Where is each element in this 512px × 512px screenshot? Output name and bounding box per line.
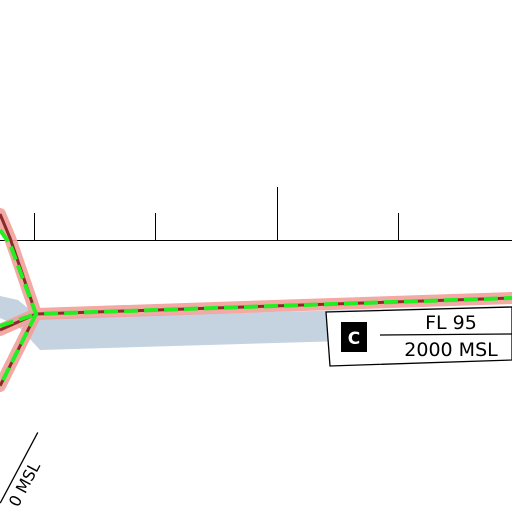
label-frame bbox=[325, 306, 512, 367]
label-divider bbox=[379, 333, 512, 336]
airspace-label-box[interactable]: C FL 95 2000 MSL bbox=[325, 306, 512, 367]
partial-airspace-label: 0 MSL bbox=[0, 432, 44, 510]
distance-scale-bar bbox=[0, 187, 512, 241]
airspace-class-badge bbox=[341, 322, 367, 352]
route-dashed-line bbox=[0, 228, 512, 387]
airspace-lower-limit: 2000 MSL bbox=[404, 339, 498, 361]
partial-label-divider bbox=[0, 432, 39, 504]
airspace-class-letter: C bbox=[348, 329, 360, 349]
airspace-upper-limit: FL 95 bbox=[425, 312, 477, 334]
